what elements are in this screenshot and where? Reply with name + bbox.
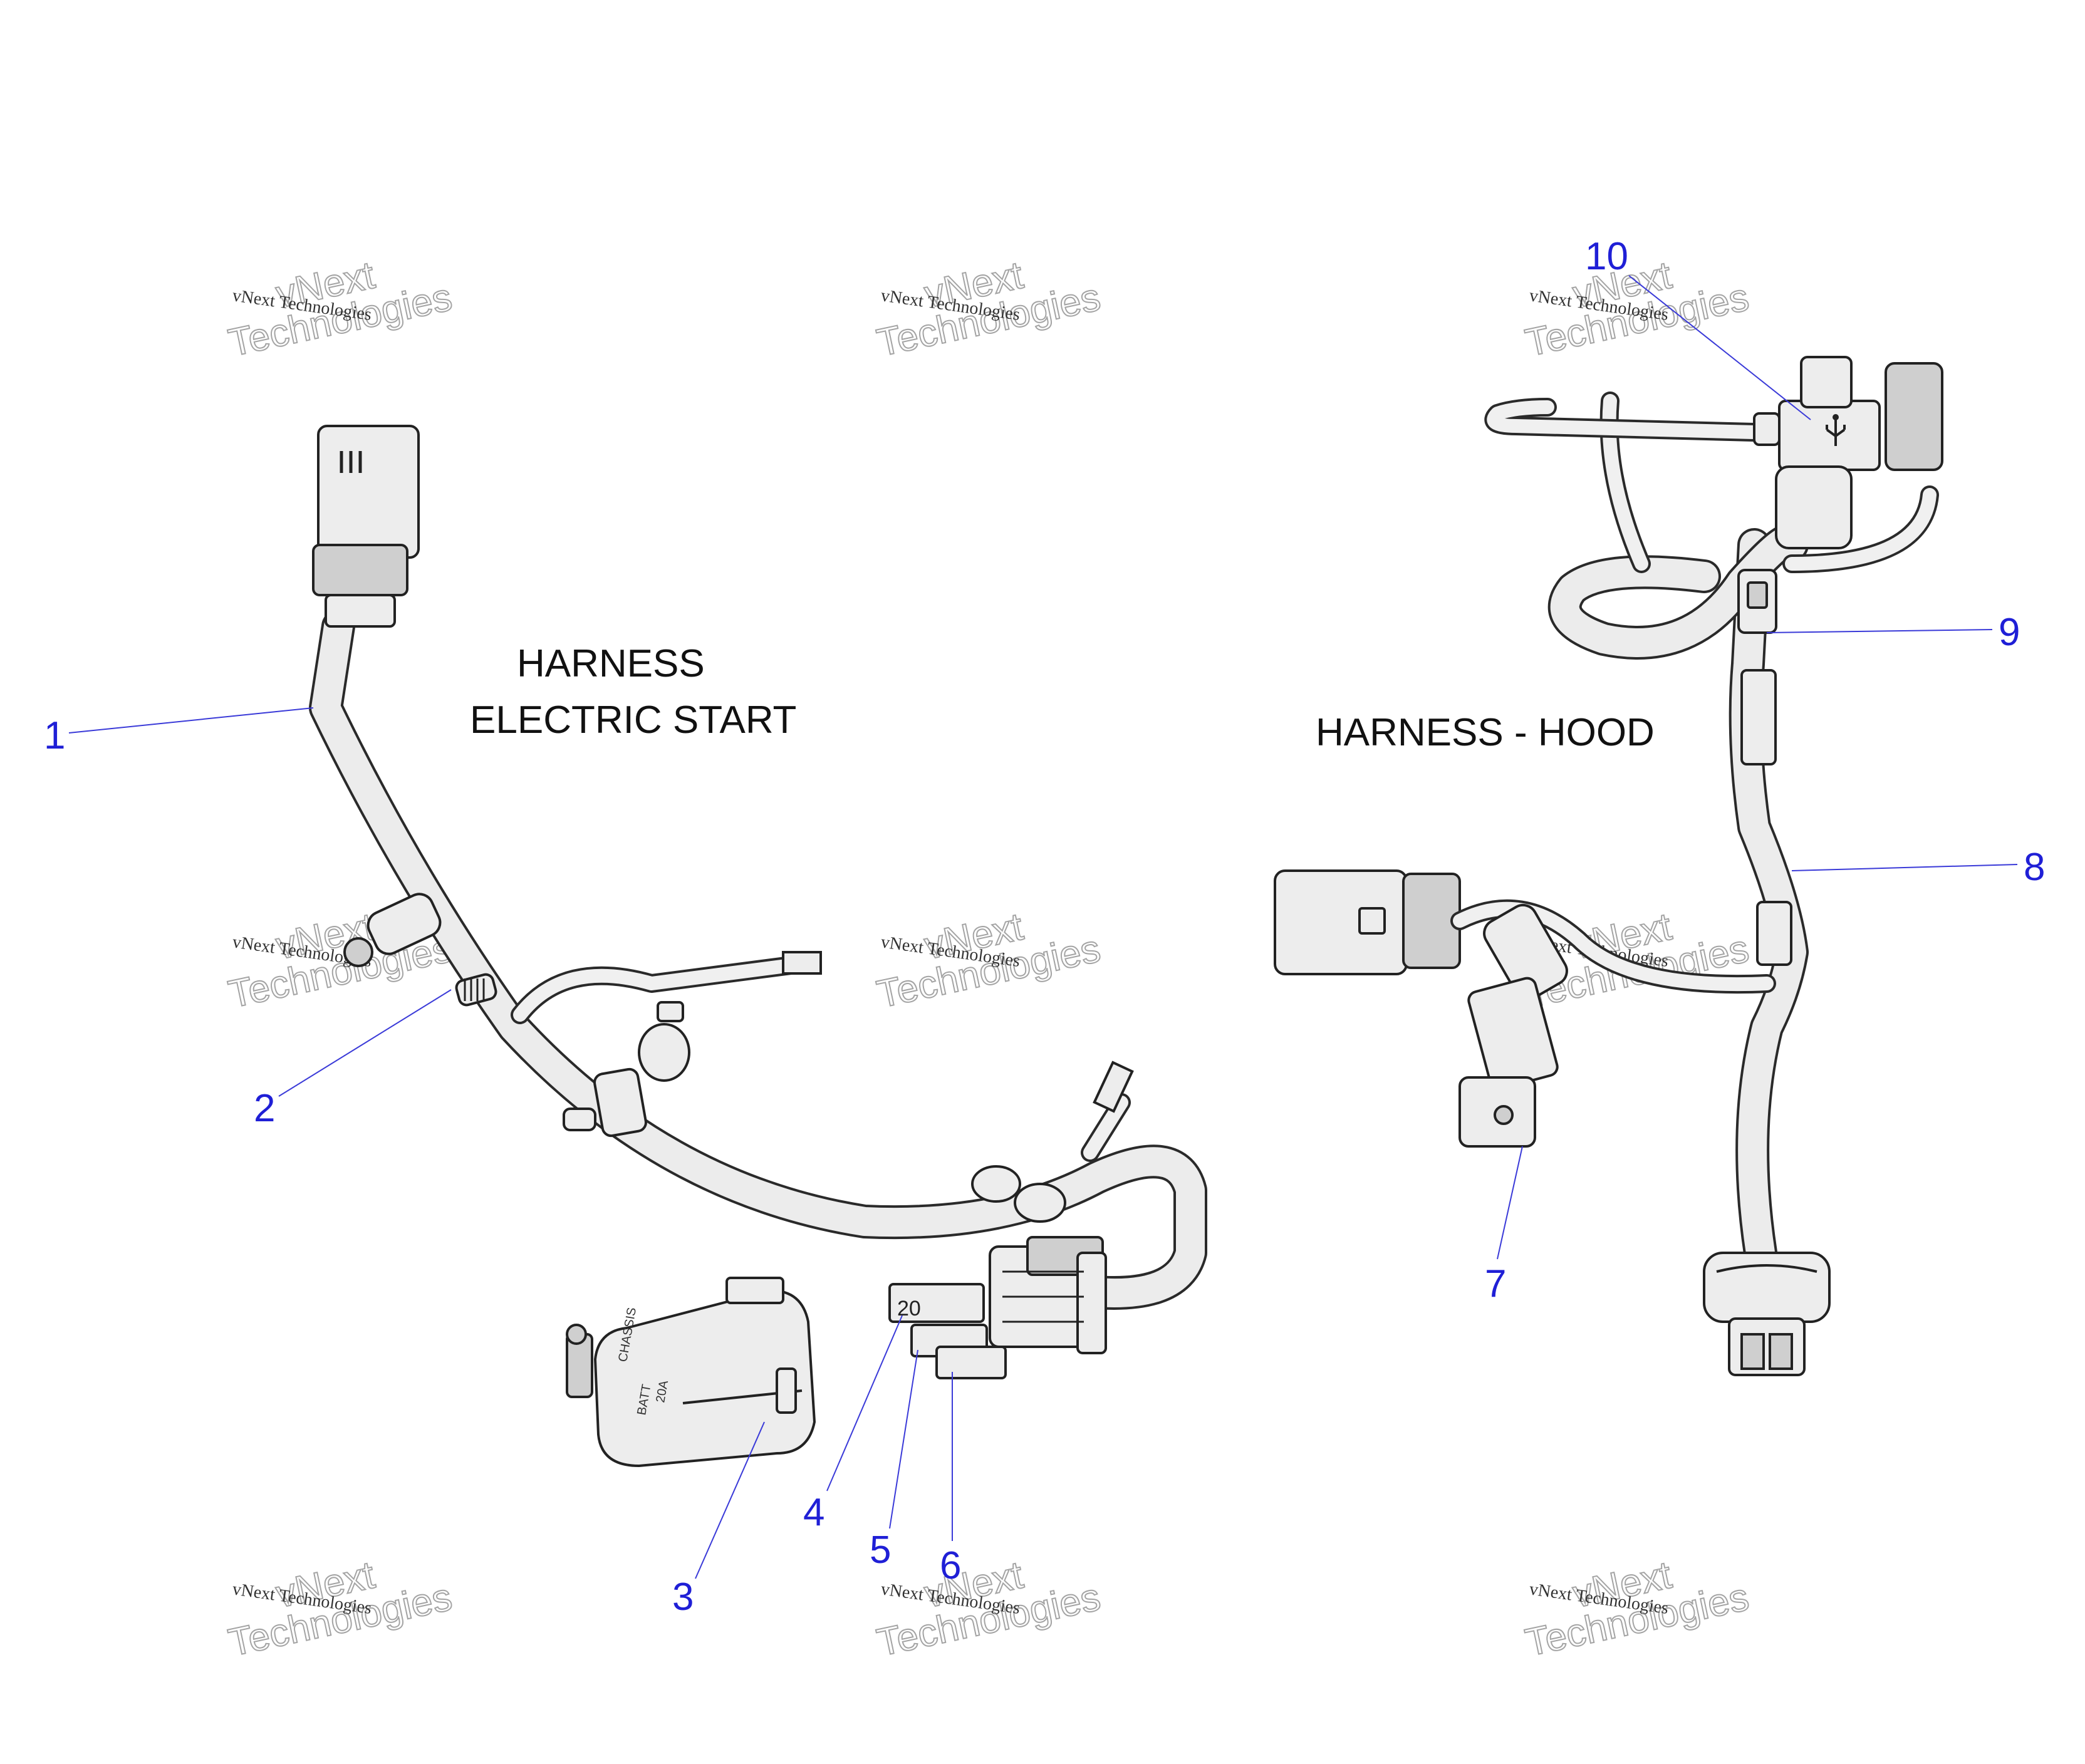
callout-10: 10	[1585, 235, 1628, 278]
harness-clip	[1737, 569, 1777, 634]
leader-line-3	[695, 1421, 765, 1579]
callout-3: 3	[672, 1575, 694, 1619]
harness-clip-connector	[343, 893, 497, 1007]
electric-start-title-line1: HARNESS	[517, 642, 705, 685]
terminal-pin	[782, 951, 822, 975]
callout-2: 2	[254, 1087, 275, 1130]
cable-tie	[971, 1165, 1021, 1203]
svg-text:vNext: vNext	[921, 1554, 1027, 1616]
callout-8: 8	[2024, 846, 2045, 889]
cable-tie	[1014, 1183, 1066, 1223]
callout-9: 9	[1999, 611, 2020, 654]
leader-line-5	[889, 1349, 918, 1529]
fuse-6	[935, 1346, 1007, 1379]
terminal-pin	[1093, 1061, 1134, 1113]
hood-main-connector	[1274, 869, 1461, 975]
leader-line-2	[278, 989, 452, 1097]
svg-text:20: 20	[897, 1297, 921, 1320]
top-connector	[312, 425, 420, 628]
callout-5: 5	[870, 1528, 891, 1572]
callout-numbers: 1 2 3 4 5 6 7 8 9 10	[44, 235, 2045, 1619]
leader-line-9	[1766, 629, 1993, 633]
leader-line-4	[826, 1315, 903, 1492]
relay-cover: CHASSIS BATT 20A	[566, 1277, 816, 1468]
leader-line-1	[68, 707, 314, 734]
callout-7: 7	[1485, 1262, 1506, 1305]
callout-1: 1	[44, 714, 65, 757]
leader-lines	[68, 275, 2018, 1579]
harness-mid-connector	[563, 1001, 690, 1138]
callout-4: 4	[803, 1491, 824, 1534]
harness-sleeve	[1740, 669, 1777, 765]
harness-hood: HARNESS - HOOD	[1274, 356, 1943, 1376]
fuse-4	[888, 1283, 985, 1323]
harness-sleeve	[1756, 901, 1792, 966]
harness-electric-start: 20 CHASSIS BATT 20A HARNESS ELECTRIC STA…	[309, 425, 1207, 1468]
hood-bottom-connector	[1703, 1252, 1831, 1376]
fuse-block: 20	[888, 1236, 1107, 1379]
leader-line-7	[1497, 1146, 1523, 1260]
electric-start-title-line2: ELECTRIC START	[470, 698, 796, 742]
usb-icon	[1826, 414, 1846, 446]
leader-line-10	[1628, 275, 1811, 420]
leader-line-8	[1791, 864, 2018, 871]
angled-connector	[1458, 903, 1568, 1148]
hood-title: HARNESS - HOOD	[1316, 711, 1655, 754]
callout-6: 6	[940, 1544, 961, 1587]
usb-module	[1753, 356, 1943, 549]
